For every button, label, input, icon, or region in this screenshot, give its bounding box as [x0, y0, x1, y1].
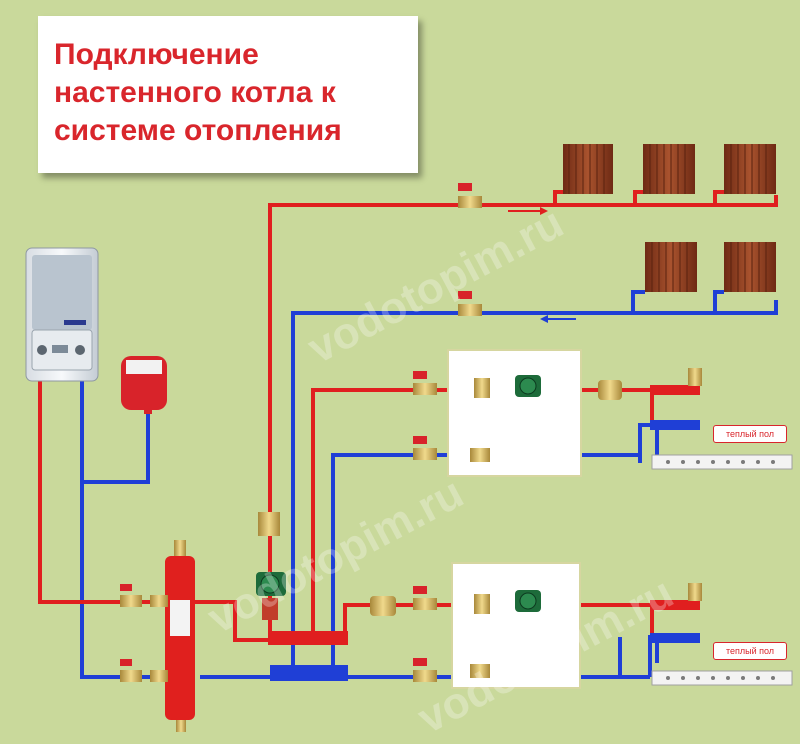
floor-comb-1 — [651, 454, 793, 470]
expansion-tank — [121, 356, 167, 414]
radiator-1 — [563, 144, 613, 194]
flow-arrow-supply — [508, 207, 548, 215]
radiator-4 — [645, 242, 697, 292]
wall-boiler — [25, 247, 99, 382]
floor-heating-label-1: теплый пол — [713, 425, 787, 443]
floor-return-manifold-2 — [650, 633, 700, 643]
floor-supply-manifold-2 — [650, 600, 700, 610]
supply-manifold — [268, 631, 348, 645]
radiator-2 — [643, 144, 695, 194]
title-line-3: системе отопления — [54, 114, 342, 147]
ball-valves — [120, 183, 482, 682]
mixing-unit-2 — [451, 562, 581, 689]
floor-return-manifold-1 — [650, 420, 700, 430]
radiator-3 — [724, 144, 776, 194]
floor-comb-2 — [651, 670, 793, 686]
title-line-2: настенного котла к — [54, 76, 336, 109]
title-card: Подключение настенного котла к системе о… — [38, 16, 418, 173]
main-circulation-pump — [256, 512, 286, 620]
air-vents — [688, 368, 702, 601]
floor-heating-label-2: теплый пол — [713, 642, 787, 660]
radiator-5 — [724, 242, 776, 292]
hydraulic-separator — [165, 540, 195, 732]
floor-supply-manifold-1 — [650, 385, 700, 395]
filters — [370, 380, 622, 616]
title-line-1: Подключение — [54, 38, 259, 71]
return-manifold — [270, 665, 348, 681]
mixing-unit-1 — [447, 349, 582, 477]
flow-arrow-return — [540, 315, 576, 323]
